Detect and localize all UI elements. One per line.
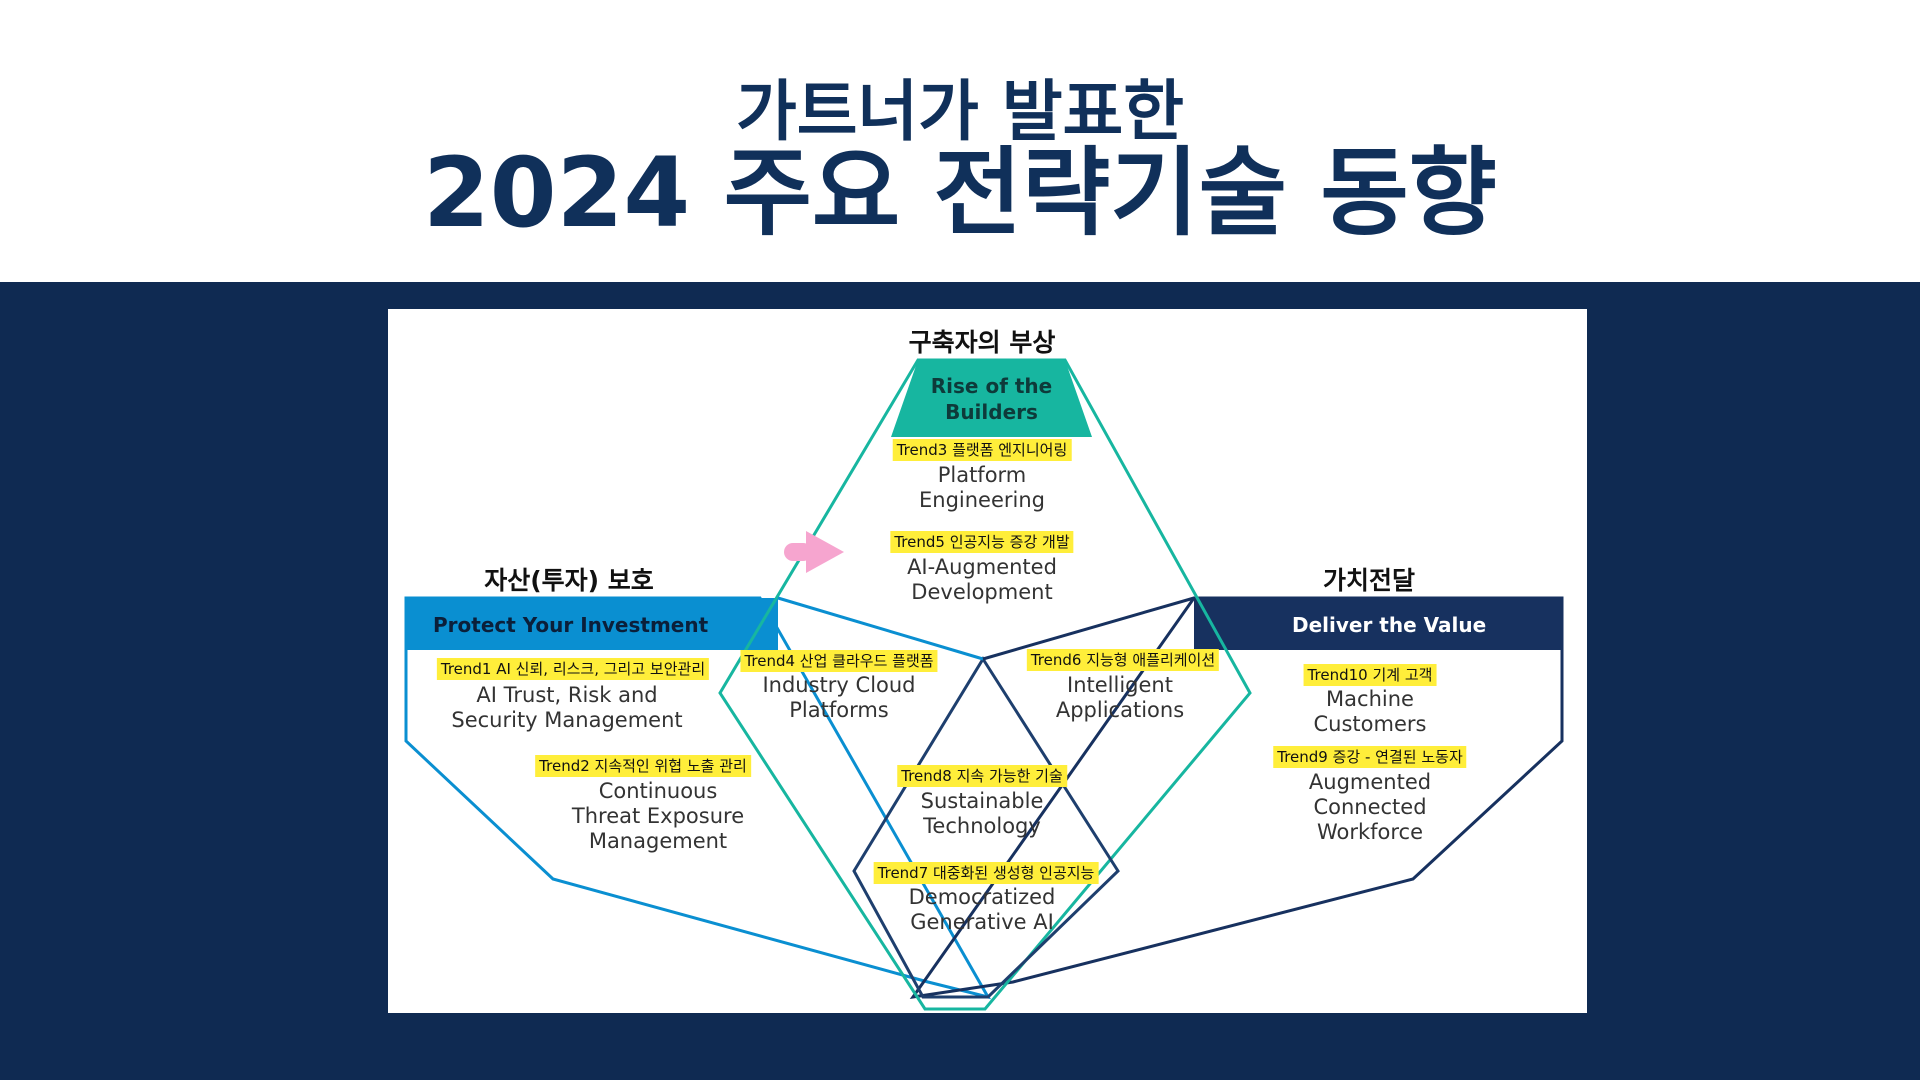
diagram-panel: 구축자의 부상 Rise of the Builders 자산(투자) 보호 P… [388, 309, 1587, 1013]
trend-diagram [404, 358, 1564, 1011]
page-title-line2: 2024 주요 전략기술 동향 [422, 137, 1497, 249]
trend5-tag: Trend5 인공지능 증강 개발 [890, 531, 1074, 553]
deliver-header-bar [1194, 598, 1562, 650]
builders-header-bar [891, 360, 1092, 437]
inner-line-right [982, 596, 1195, 661]
deliver-en-label: Deliver the Value [1292, 613, 1487, 637]
trend7-tag: Trend7 대중화된 생성형 인공지능 [873, 862, 1099, 884]
protect-kr-label: 자산(투자) 보호 [484, 566, 654, 595]
trend10-tag: Trend10 기계 고객 [1303, 664, 1437, 686]
inner-line-left [777, 596, 984, 661]
arrow-right-icon [784, 531, 844, 573]
protect-en-label: Protect Your Investment [433, 613, 709, 637]
center-region [852, 656, 1120, 999]
trend3-tag: Trend3 플랫폼 엔지니어링 [892, 439, 1072, 461]
page-title-line1: 가트너가 발표한 [735, 73, 1185, 150]
builders-en-label: Rise of the Builders [930, 374, 1053, 424]
protect-header-bar [406, 598, 778, 650]
trend9-tag: Trend9 증강 - 연결된 노동자 [1273, 746, 1467, 768]
trend4-tag: Trend4 산업 클라우드 플랫폼 [740, 650, 938, 672]
builders-kr-label: 구축자의 부상 [908, 328, 1056, 357]
title-banner: 가트너가 발표한 2024 주요 전략기술 동향 [0, 0, 1920, 282]
trend1-tag: Trend1 AI 신뢰, 리스크, 그리고 보안관리 [436, 658, 710, 680]
trend2-tag: Trend2 지속적인 위협 노출 관리 [535, 755, 751, 777]
trend6-tag: Trend6 지능형 애플리케이션 [1026, 649, 1220, 671]
trend8-tag: Trend8 지속 가능한 기술 [897, 765, 1067, 787]
deliver-kr-label: 가치전달 [1322, 566, 1416, 595]
